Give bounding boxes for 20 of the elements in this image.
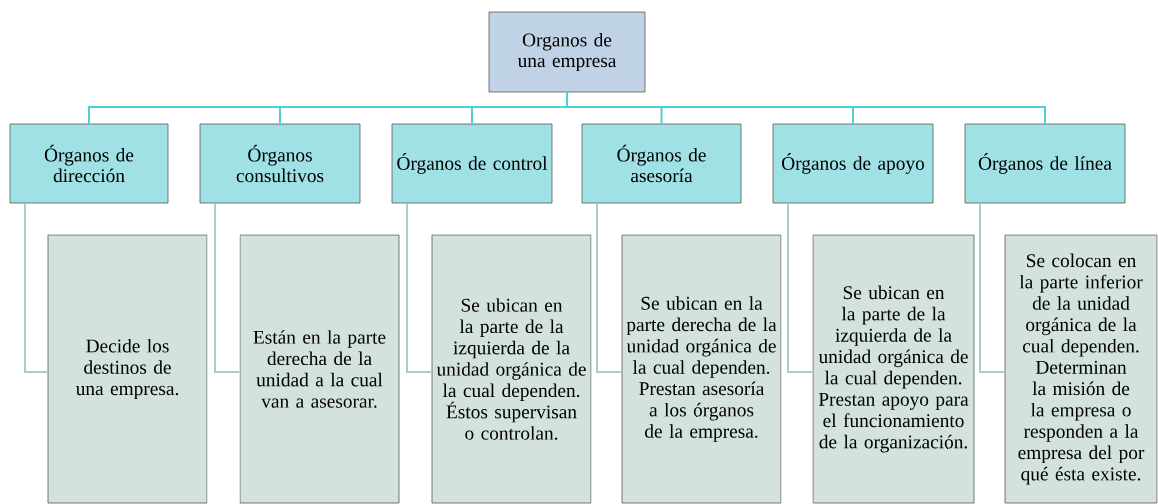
unit-box: Órganos de dirección [9, 123, 169, 204]
unit-box: Órganos consultivos [199, 123, 361, 204]
description-box: Se ubican en la parte derecha de la unidad orgánica de la cual dependen. Prestan asesoría a los órganos de la empresa. [621, 234, 782, 504]
description-box: Se ubican en la parte de la izquierda de la unidad orgánica de la cual dependen. Prestan apoyo para el funcionamiento de la organización. [812, 234, 975, 504]
unit-box: Órganos de control [391, 123, 553, 204]
connector-line [214, 202, 241, 373]
unit-box: Órganos de línea [964, 123, 1126, 204]
description-box: Están en la parte derecha de la unidad a la cual van a asesorar. [239, 234, 400, 504]
description-box: Se ubican en la parte de la izquierda de la unidad orgánica de la cual dependen. Éstos supervisan o controlan. [431, 234, 592, 504]
description-box: Decide los destinos de una empresa. [47, 234, 208, 504]
root-box: Organos de una empresa [488, 11, 646, 93]
connector-line [566, 91, 1046, 125]
unit-box: Órganos de asesoría [581, 123, 742, 204]
connector-line [979, 202, 1006, 373]
description-box: Se colocan en la parte inferior de la unidad orgánica de la cual dependen. Determinan la misión de la empresa o responden a la empresa del por qué ésta existe. [1004, 234, 1158, 504]
connector-line [406, 202, 433, 373]
connector-line [24, 202, 49, 373]
connector-line [596, 202, 623, 373]
connector-line [787, 202, 814, 373]
unit-box: Órganos de apoyo [772, 123, 934, 204]
